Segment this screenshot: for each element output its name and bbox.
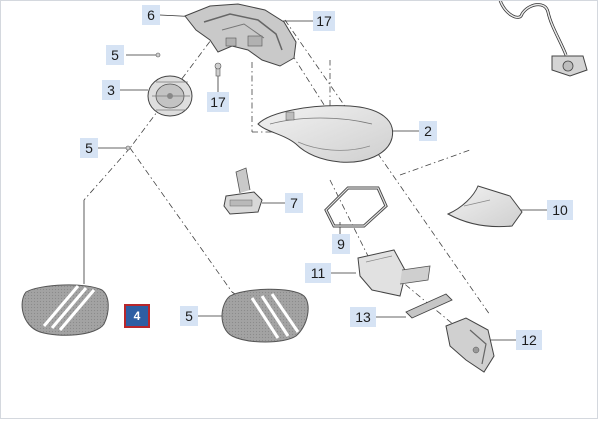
- assembly-axes: [83, 19, 491, 331]
- callout-part-11[interactable]: 11: [305, 263, 331, 283]
- seal-strip-part: [405, 293, 453, 319]
- callout-part-2[interactable]: 2: [419, 121, 437, 141]
- callout-part-5-screw-top[interactable]: 5: [106, 45, 124, 65]
- wiring-harness-part: [498, 0, 588, 77]
- callout-part-10[interactable]: 10: [547, 200, 573, 220]
- callout-part-4-selected[interactable]: 4: [124, 304, 150, 328]
- base-bracket-part: [357, 249, 431, 297]
- solid-guides: [83, 200, 239, 297]
- callout-part-17-top[interactable]: 17: [313, 11, 335, 31]
- callout-part-12[interactable]: 12: [516, 330, 542, 350]
- mirror-glass-right: [221, 288, 309, 343]
- housing-shell-part: [257, 105, 394, 163]
- mount-part: [445, 317, 495, 373]
- screw-parts: [125, 52, 222, 151]
- callout-part-7[interactable]: 7: [285, 193, 303, 213]
- leader-lines: [80, 14, 547, 341]
- turn-signal-part: [223, 167, 263, 215]
- lower-cover-part: [446, 185, 523, 228]
- callout-part-13[interactable]: 13: [350, 307, 376, 327]
- callout-part-6[interactable]: 6: [142, 5, 160, 25]
- gasket-frame-part: [324, 186, 388, 228]
- callout-part-9[interactable]: 9: [332, 234, 350, 254]
- callout-part-3[interactable]: 3: [102, 80, 120, 100]
- mirror-glass-left: [21, 284, 109, 336]
- callout-part-5-screw-mid[interactable]: 5: [80, 138, 98, 158]
- callout-part-5-glass[interactable]: 5: [180, 306, 198, 326]
- mirror-motor-part: [147, 75, 193, 117]
- bracket-part: [184, 3, 297, 67]
- callout-part-17-mid[interactable]: 17: [207, 92, 229, 112]
